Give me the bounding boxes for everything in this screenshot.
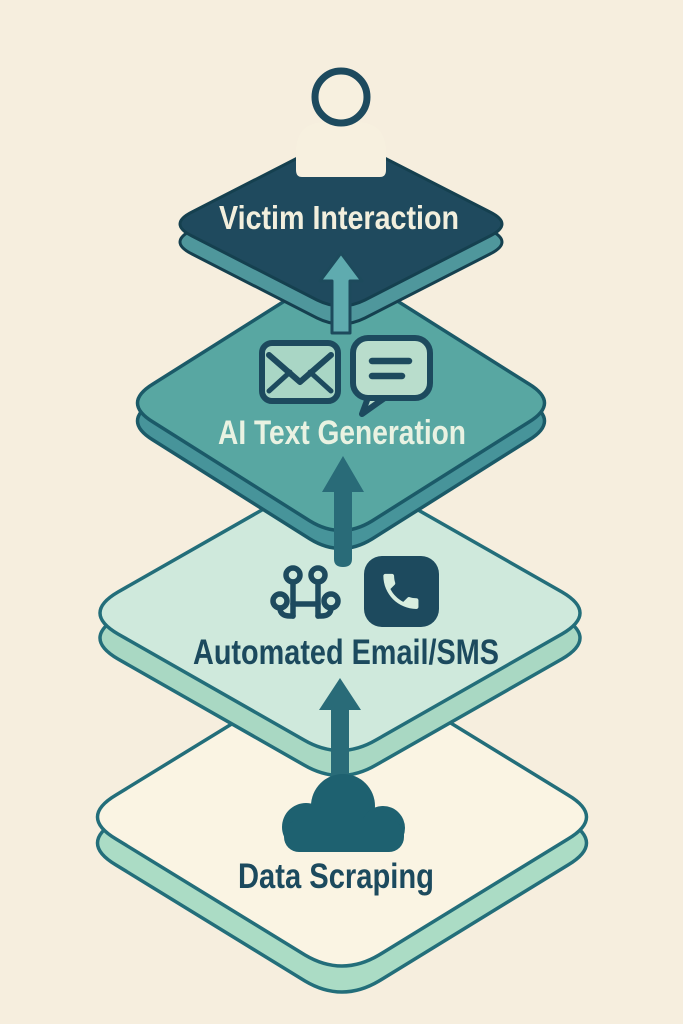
envelope-body — [259, 340, 341, 404]
person-body — [296, 122, 386, 177]
envelope-fold — [307, 369, 334, 394]
workflow-nodes-icon — [270, 565, 341, 619]
arrow-automated-to-ai — [322, 456, 364, 567]
person-icon — [296, 67, 386, 177]
phone-handset-glyph — [383, 573, 419, 609]
envelope-icon — [259, 340, 341, 404]
chat-bubble-body — [350, 335, 433, 401]
layer-ai-text-generation: AI Text Generation — [135, 273, 547, 551]
node-curve — [277, 605, 296, 619]
phone-icon-tile — [364, 556, 439, 627]
cloud-base — [284, 820, 404, 852]
person-head — [311, 67, 371, 127]
phone-icon — [364, 556, 439, 627]
node-curve — [315, 605, 334, 619]
chat-bubble-icon — [350, 335, 433, 417]
arrow-ai-to-victim — [318, 251, 364, 335]
victim-interaction-label: Victim Interaction — [219, 199, 459, 236]
envelope-flap — [266, 352, 334, 385]
envelope-fold — [266, 369, 293, 394]
data-scraping-label: Data Scraping — [238, 857, 434, 896]
ai-text-generation-label: AI Text Generation — [218, 414, 466, 452]
automated-email-sms-label: Automated Email/SMS — [193, 633, 499, 672]
layer-victim-interaction: Victim Interaction — [178, 67, 504, 326]
arrow-data-to-automated — [319, 678, 361, 790]
cloud-icon — [282, 774, 405, 852]
